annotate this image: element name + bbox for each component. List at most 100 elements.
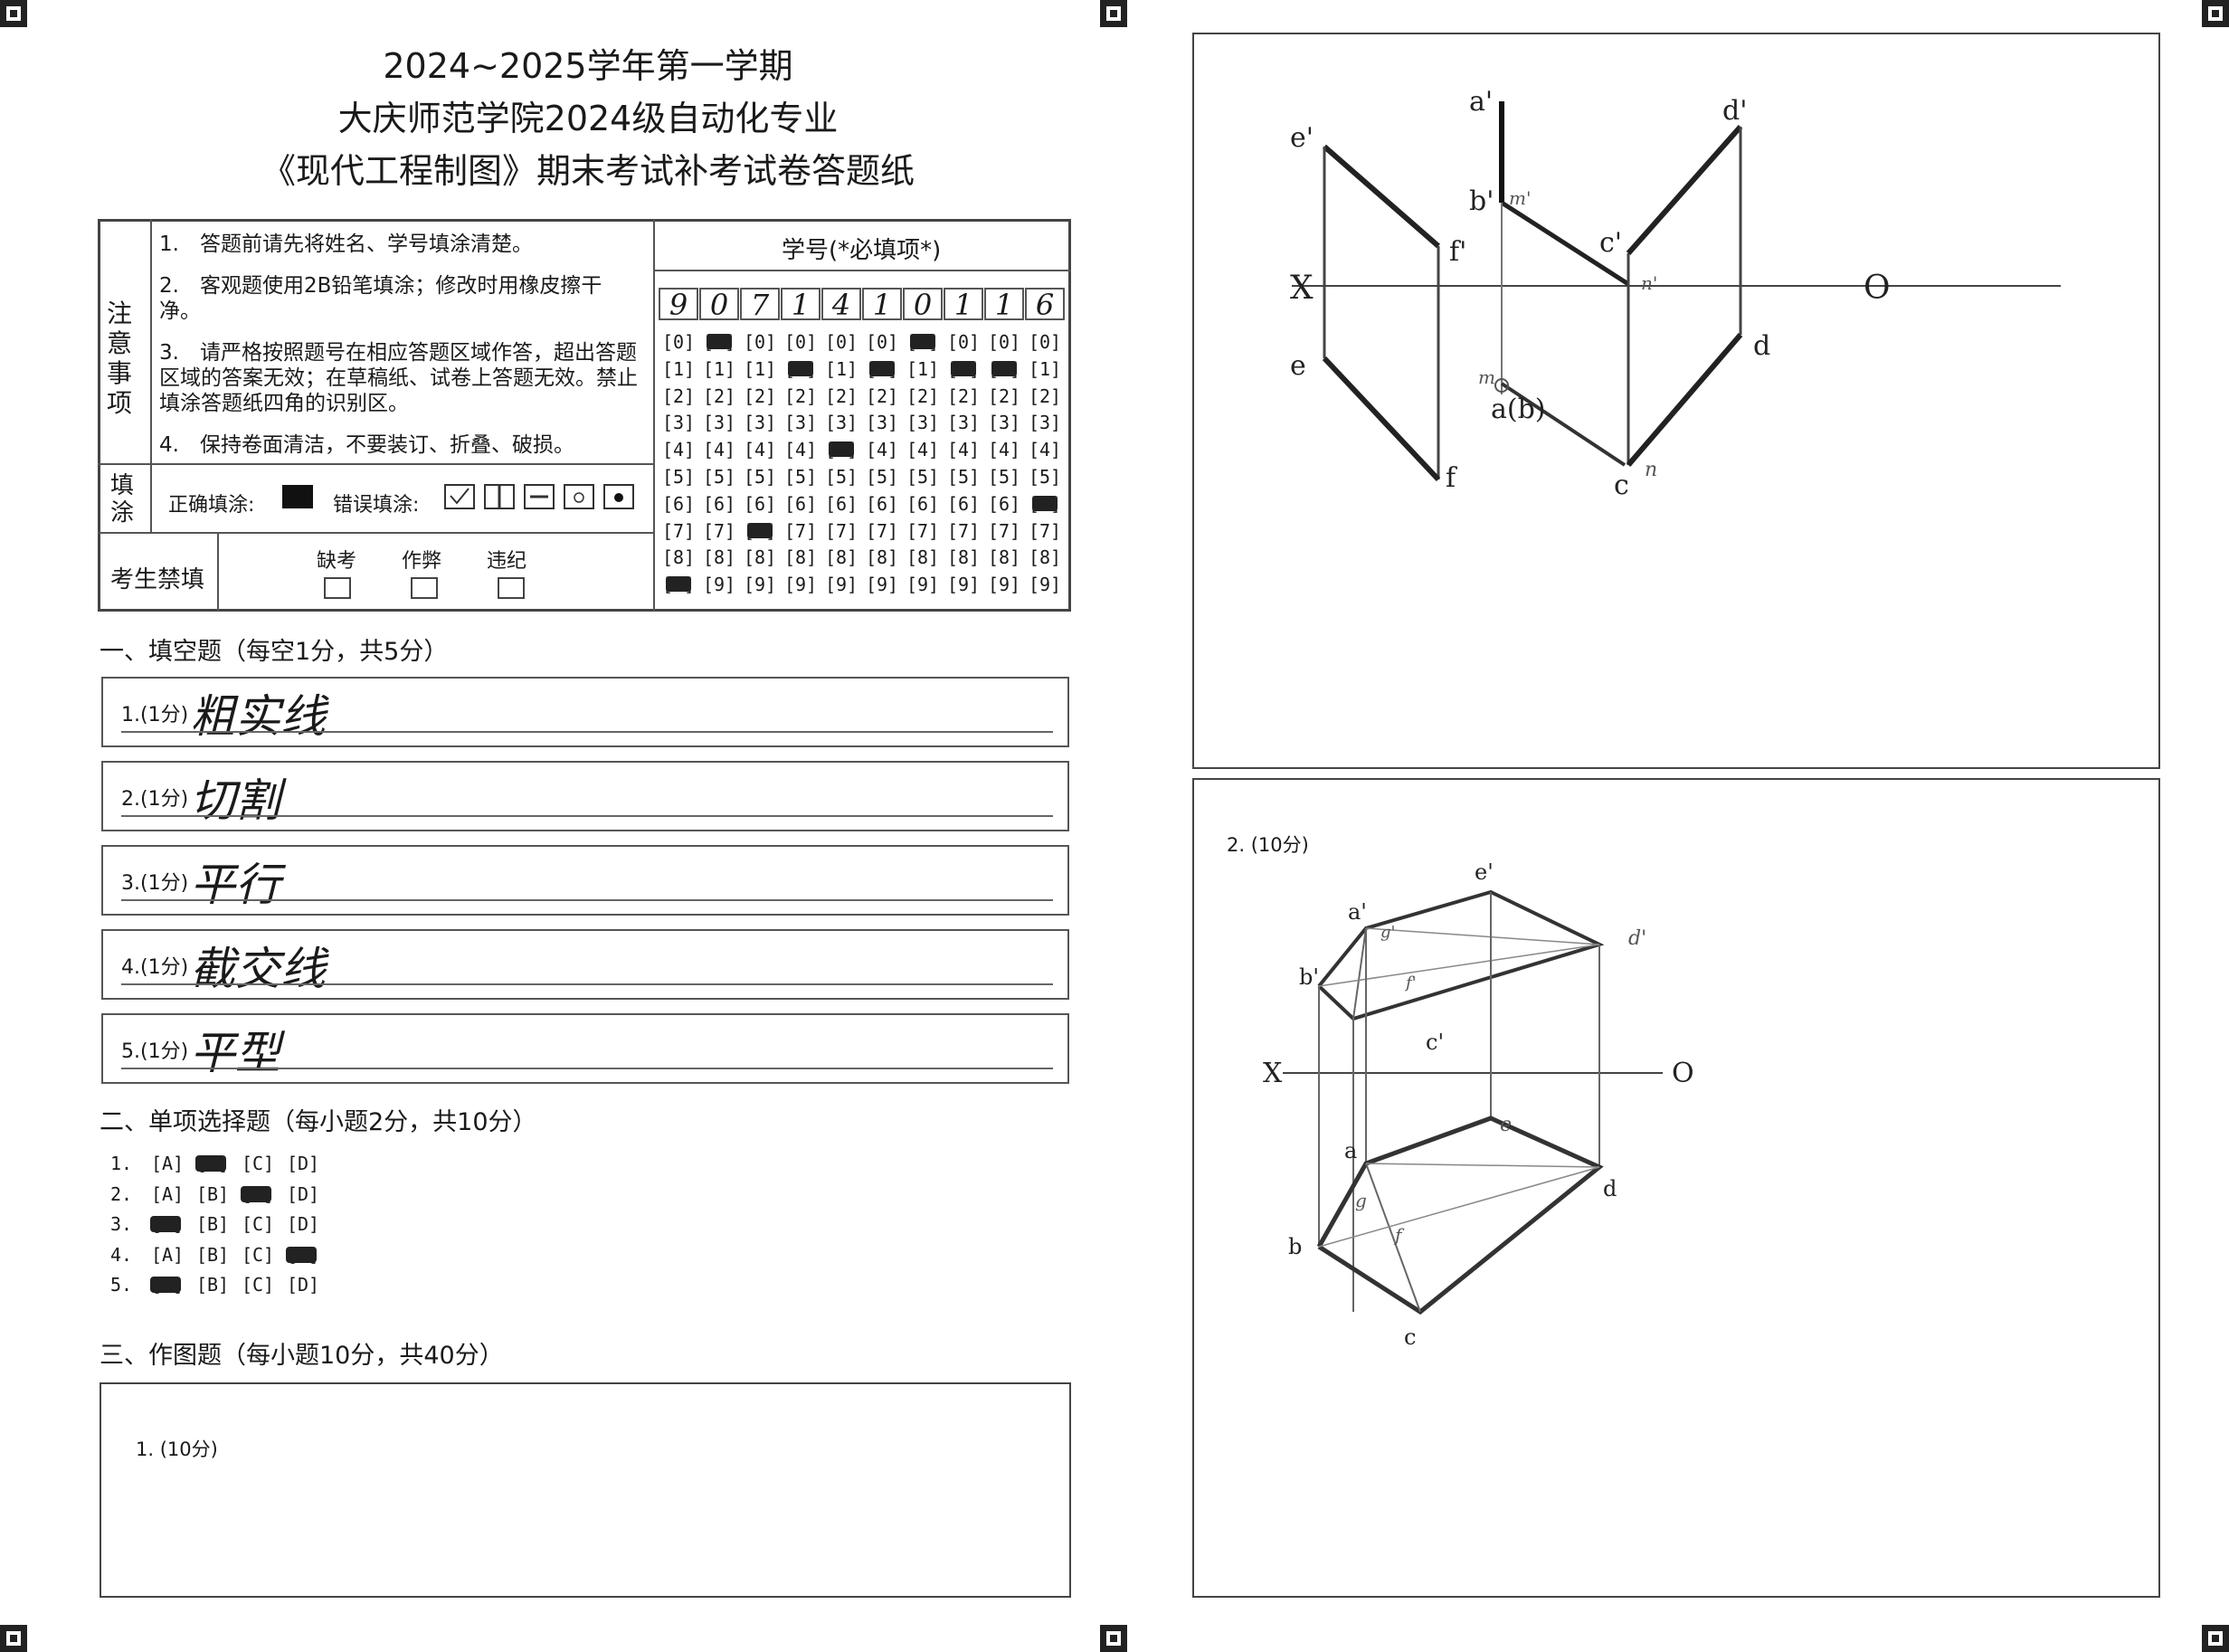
student-id-bubble[interactable]: [0] bbox=[906, 331, 940, 353]
student-id-bubble[interactable]: [1] bbox=[783, 357, 818, 380]
single-choice-option[interactable]: [A] bbox=[145, 1213, 190, 1235]
student-id-bubble[interactable]: [2] bbox=[824, 385, 858, 407]
student-id-bubble[interactable]: [7] bbox=[661, 519, 696, 542]
student-id-bubble[interactable]: [3] bbox=[946, 412, 981, 434]
student-id-bubble[interactable]: [9] bbox=[865, 574, 899, 596]
student-id-bubble[interactable]: [4] bbox=[661, 439, 696, 461]
student-id-bubble[interactable]: [6] bbox=[946, 492, 981, 515]
student-id-bubble[interactable]: [8] bbox=[987, 546, 1021, 569]
student-id-bubble[interactable]: [2] bbox=[946, 385, 981, 407]
student-id-bubble[interactable]: [3] bbox=[824, 412, 858, 434]
student-id-bubble[interactable]: [8] bbox=[865, 546, 899, 569]
student-id-bubble[interactable]: [9] bbox=[1028, 574, 1062, 596]
student-id-digit-cell[interactable]: 9 bbox=[659, 288, 698, 320]
student-id-bubble[interactable]: [4] bbox=[702, 439, 736, 461]
single-choice-option[interactable]: [A] bbox=[150, 1153, 185, 1174]
student-id-bubble[interactable]: [2] bbox=[743, 385, 777, 407]
student-id-bubble[interactable]: [1] bbox=[743, 357, 777, 380]
single-choice-option[interactable]: [B] bbox=[195, 1213, 230, 1235]
student-id-bubble[interactable]: [6] bbox=[865, 492, 899, 515]
student-id-bubble[interactable]: [4] bbox=[987, 439, 1021, 461]
student-id-bubble[interactable]: [4] bbox=[743, 439, 777, 461]
student-id-bubble[interactable]: [5] bbox=[743, 466, 777, 488]
student-id-bubble[interactable]: [7] bbox=[987, 519, 1021, 542]
student-id-bubble[interactable]: [7] bbox=[946, 519, 981, 542]
student-id-bubble[interactable]: [6] bbox=[906, 492, 940, 515]
student-id-bubble[interactable]: [3] bbox=[702, 412, 736, 434]
student-id-bubble[interactable]: [5] bbox=[661, 466, 696, 488]
student-id-bubble[interactable]: [6] bbox=[702, 492, 736, 515]
single-choice-option[interactable]: [C] bbox=[241, 1243, 275, 1266]
single-choice-option[interactable]: [D] bbox=[286, 1182, 320, 1205]
student-id-digit-cell[interactable]: 7 bbox=[740, 288, 780, 320]
fill-in-answer-box[interactable]: 1.(1分)粗实线 bbox=[101, 677, 1069, 747]
student-id-bubble[interactable]: [4] bbox=[946, 439, 981, 461]
forbidden-cheat-checkbox[interactable] bbox=[411, 577, 438, 599]
single-choice-option[interactable]: [C] bbox=[241, 1153, 275, 1174]
student-id-bubble[interactable]: [0] bbox=[865, 331, 899, 353]
drawing-q1-answer-box[interactable] bbox=[100, 1382, 1071, 1598]
single-choice-option[interactable]: [B] bbox=[195, 1274, 230, 1296]
student-id-bubble[interactable]: [8] bbox=[743, 546, 777, 569]
student-id-bubble[interactable]: [0] bbox=[661, 331, 696, 353]
student-id-bubble[interactable]: [7] bbox=[865, 519, 899, 542]
student-id-bubble[interactable]: [8] bbox=[906, 546, 940, 569]
student-id-bubble[interactable]: [0] bbox=[783, 331, 818, 353]
student-id-bubble[interactable]: [3] bbox=[906, 412, 940, 434]
student-id-bubble[interactable]: [3] bbox=[743, 412, 777, 434]
student-id-bubble[interactable]: [2] bbox=[1028, 385, 1062, 407]
student-id-bubble[interactable]: [8] bbox=[702, 546, 736, 569]
student-id-bubble[interactable]: [2] bbox=[987, 385, 1021, 407]
student-id-bubble[interactable]: [5] bbox=[865, 466, 899, 488]
student-id-bubble[interactable]: [0] bbox=[987, 331, 1021, 353]
single-choice-option[interactable]: [B] bbox=[195, 1182, 230, 1205]
student-id-bubble[interactable]: [8] bbox=[824, 546, 858, 569]
student-id-bubble[interactable]: [6] bbox=[987, 492, 1021, 515]
student-id-bubble[interactable]: [2] bbox=[783, 385, 818, 407]
student-id-digit-cell[interactable]: 1 bbox=[984, 288, 1024, 320]
student-id-bubble[interactable]: [0] bbox=[1028, 331, 1062, 353]
student-id-digit-cell[interactable]: 0 bbox=[699, 288, 739, 320]
student-id-bubble[interactable]: [2] bbox=[906, 385, 940, 407]
student-id-bubble[interactable]: [5] bbox=[1028, 466, 1062, 488]
single-choice-option[interactable]: [D] bbox=[280, 1244, 326, 1266]
student-id-bubble[interactable]: [7] bbox=[1028, 519, 1062, 542]
student-id-digit-cell[interactable]: 1 bbox=[944, 288, 983, 320]
fill-in-answer-box[interactable]: 5.(1分)平型 bbox=[101, 1013, 1069, 1084]
student-id-bubble[interactable]: [3] bbox=[987, 412, 1021, 434]
student-id-bubble[interactable]: [6] bbox=[743, 492, 777, 515]
student-id-bubble[interactable]: [2] bbox=[661, 385, 696, 407]
student-id-digit-cell[interactable]: 6 bbox=[1025, 288, 1065, 320]
student-id-bubble[interactable]: [3] bbox=[783, 412, 818, 434]
forbidden-violation-checkbox[interactable] bbox=[498, 577, 525, 599]
single-choice-option[interactable]: [D] bbox=[286, 1274, 320, 1296]
student-id-bubble[interactable]: [8] bbox=[1028, 546, 1062, 569]
student-id-bubble[interactable]: [3] bbox=[661, 412, 696, 434]
single-choice-option[interactable]: [D] bbox=[286, 1153, 320, 1174]
fill-in-answer-box[interactable]: 4.(1分)截交线 bbox=[101, 929, 1069, 1000]
student-id-bubble[interactable]: [9] bbox=[702, 574, 736, 596]
forbidden-absent-checkbox[interactable] bbox=[324, 577, 351, 599]
student-id-bubble[interactable]: [1] bbox=[1028, 357, 1062, 380]
student-id-bubble[interactable]: [3] bbox=[865, 412, 899, 434]
student-id-bubble[interactable]: [7] bbox=[783, 519, 818, 542]
student-id-bubble[interactable]: [2] bbox=[702, 385, 736, 407]
single-choice-option[interactable]: [C] bbox=[241, 1274, 275, 1296]
student-id-bubble[interactable]: [1] bbox=[865, 357, 899, 380]
student-id-bubble[interactable]: [0] bbox=[946, 331, 981, 353]
student-id-bubble[interactable]: [9] bbox=[906, 574, 940, 596]
student-id-bubble[interactable]: [7] bbox=[824, 519, 858, 542]
student-id-bubble[interactable]: [5] bbox=[987, 466, 1021, 488]
student-id-bubble[interactable]: [6] bbox=[1028, 492, 1062, 515]
single-choice-option[interactable]: [A] bbox=[150, 1182, 185, 1205]
student-id-bubble[interactable]: [5] bbox=[946, 466, 981, 488]
student-id-bubble[interactable]: [4] bbox=[824, 439, 858, 461]
student-id-digit-cell[interactable]: 4 bbox=[821, 288, 861, 320]
student-id-bubble[interactable]: [9] bbox=[743, 574, 777, 596]
single-choice-option[interactable]: [B] bbox=[190, 1153, 235, 1174]
student-id-bubble[interactable]: [6] bbox=[824, 492, 858, 515]
student-id-bubble[interactable]: [5] bbox=[702, 466, 736, 488]
fill-in-answer-box[interactable]: 3.(1分)平行 bbox=[101, 845, 1069, 916]
single-choice-option[interactable]: [A] bbox=[150, 1243, 185, 1266]
single-choice-option[interactable]: [C] bbox=[241, 1213, 275, 1235]
